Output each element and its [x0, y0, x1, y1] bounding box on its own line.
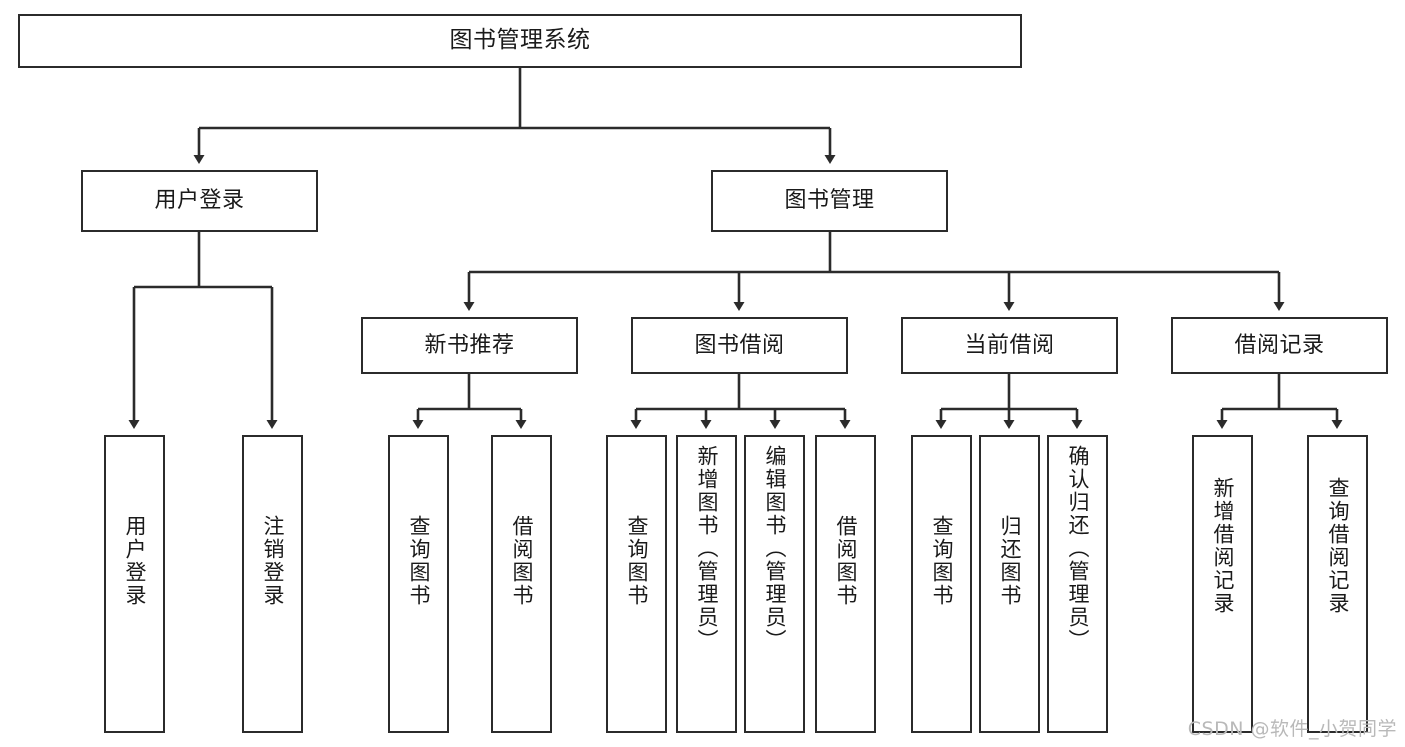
node-leaf-borrow-lend[interactable]: 借阅图书	[815, 435, 876, 733]
node-leaf-borrow-add[interactable]: 新增图书（管理员）	[676, 435, 737, 733]
node-leaf-rec-query2-label: 查询借阅记录	[1326, 477, 1350, 615]
node-leaf-cur-return[interactable]: 归还图书	[979, 435, 1040, 733]
node-leaf-borrow-edit[interactable]: 编辑图书（管理员）	[744, 435, 805, 733]
node-new-book-rec[interactable]: 新书推荐	[361, 317, 578, 374]
node-book-borrow-label: 图书借阅	[694, 332, 785, 358]
node-leaf-rec-query2[interactable]: 查询借阅记录	[1307, 435, 1368, 733]
node-leaf-rec-query-label: 查询图书	[407, 515, 431, 607]
node-leaf-cur-return-label: 归还图书	[998, 515, 1022, 607]
node-root-label: 图书管理系统	[449, 27, 591, 54]
node-leaf-cur-query[interactable]: 查询图书	[911, 435, 972, 733]
node-user-login[interactable]: 用户登录	[81, 170, 318, 232]
node-leaf-rec-add[interactable]: 新增借阅记录	[1192, 435, 1253, 733]
node-leaf-borrow-lend-label: 借阅图书	[834, 515, 858, 607]
node-borrow-record[interactable]: 借阅记录	[1171, 317, 1388, 374]
node-leaf-user-login[interactable]: 用户登录	[104, 435, 165, 733]
node-leaf-cur-confirm[interactable]: 确认归还（管理员）	[1047, 435, 1108, 733]
node-book-manage-label: 图书管理	[784, 188, 875, 214]
node-leaf-borrow-query-label: 查询图书	[625, 515, 649, 607]
node-book-borrow[interactable]: 图书借阅	[631, 317, 848, 374]
node-current-borrow-label: 当前借阅	[964, 332, 1055, 358]
node-leaf-borrow-add-label: 新增图书（管理员）	[695, 445, 719, 652]
node-leaf-user-logout-label: 注销登录	[261, 515, 285, 607]
node-leaf-user-logout[interactable]: 注销登录	[242, 435, 303, 733]
node-borrow-record-label: 借阅记录	[1234, 332, 1325, 358]
node-leaf-rec-add-label: 新增借阅记录	[1211, 477, 1235, 615]
node-leaf-borrow-edit-label: 编辑图书（管理员）	[763, 445, 787, 652]
node-leaf-rec-query[interactable]: 查询图书	[388, 435, 449, 733]
node-book-manage[interactable]: 图书管理	[711, 170, 948, 232]
node-leaf-rec-borrow-label: 借阅图书	[510, 515, 534, 607]
node-new-book-rec-label: 新书推荐	[424, 332, 515, 358]
node-leaf-user-login-label: 用户登录	[123, 515, 147, 607]
node-root[interactable]: 图书管理系统	[18, 14, 1022, 68]
node-user-login-label: 用户登录	[154, 188, 245, 214]
node-current-borrow[interactable]: 当前借阅	[901, 317, 1118, 374]
node-leaf-cur-confirm-label: 确认归还（管理员）	[1066, 445, 1090, 652]
node-leaf-rec-borrow[interactable]: 借阅图书	[491, 435, 552, 733]
node-leaf-borrow-query[interactable]: 查询图书	[606, 435, 667, 733]
node-leaf-cur-query-label: 查询图书	[930, 515, 954, 607]
